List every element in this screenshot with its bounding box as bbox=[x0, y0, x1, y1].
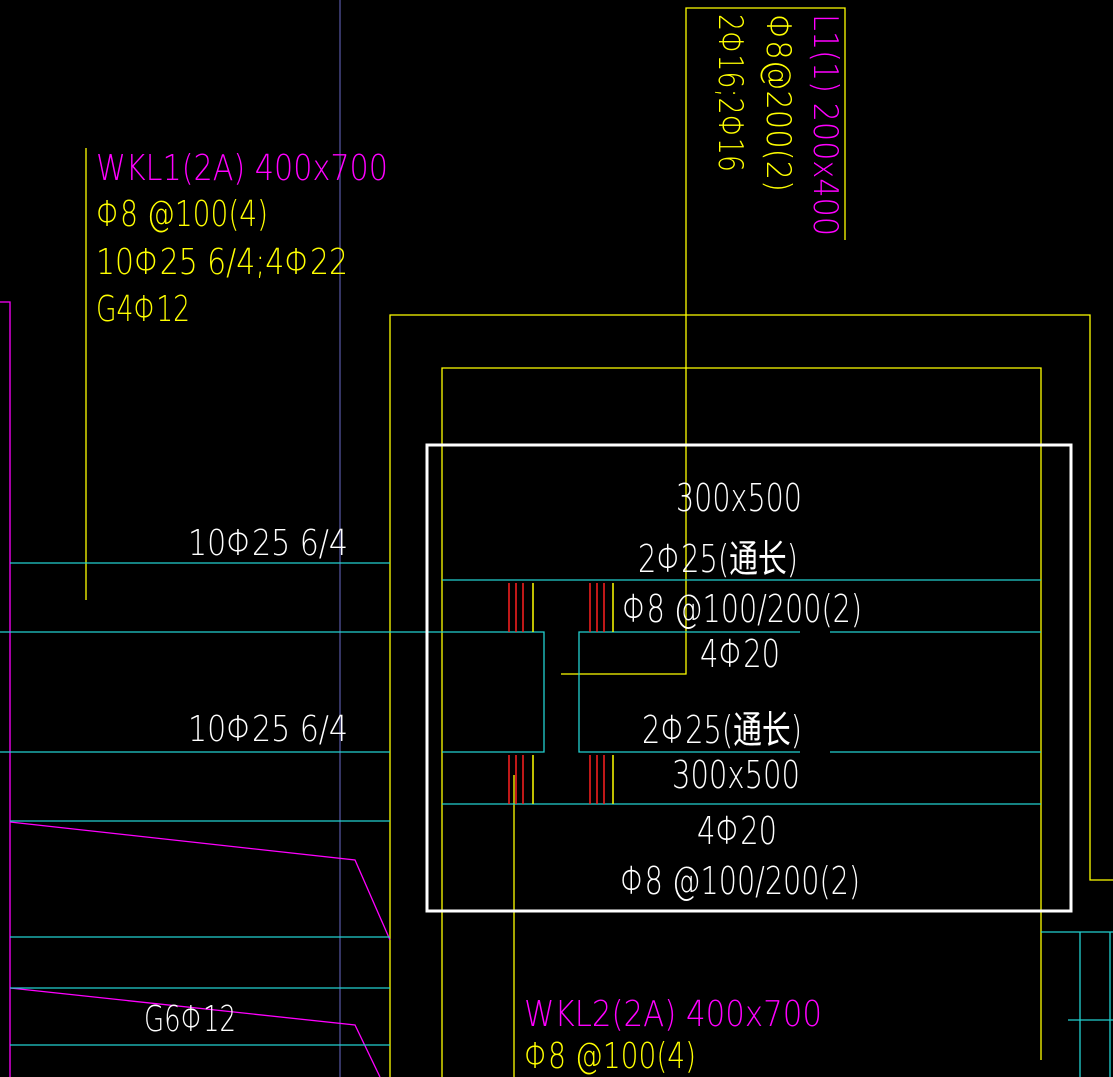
l1-bars: 2Φ16;2Φ16 bbox=[710, 14, 750, 172]
yellow-linework bbox=[85, 0, 1113, 1077]
beam-lower-through-bars: 2Φ25(通长) bbox=[642, 708, 802, 752]
magenta-slope-1 bbox=[9, 821, 391, 941]
red-rebar-marks bbox=[508, 583, 614, 804]
cyan-column-left bbox=[442, 631, 545, 753]
magenta-slope-2 bbox=[9, 987, 381, 1077]
beam-upper-bottom-bars: 4Φ20 bbox=[700, 632, 780, 676]
wkl1-side-bars: G4Φ12 bbox=[96, 289, 190, 330]
wkl1-main-bars: 10Φ25 6/4;4Φ22 bbox=[96, 242, 348, 283]
beam-lower-section: 300x500 bbox=[672, 753, 800, 797]
magenta-edge-left bbox=[0, 301, 11, 1077]
beam-upper-section: 300x500 bbox=[676, 476, 802, 520]
wkl1-stirrup: Φ8 @100(4) bbox=[96, 194, 268, 235]
selection-box[interactable] bbox=[425, 443, 1073, 913]
beam-lower-stirrup: Φ8 @100/200(2) bbox=[620, 859, 860, 903]
g6-side-bars-label: G6Φ12 bbox=[144, 999, 236, 1040]
wkl2-stirrup: Φ8 @100(4) bbox=[524, 1036, 696, 1077]
wkl2-annotation: WKL2(2A) 400x700 Φ8 @100(4) bbox=[524, 994, 822, 1077]
cyan-column-right bbox=[578, 631, 800, 753]
beam-upper-through-bars: 2Φ25(通长) bbox=[638, 537, 798, 581]
l1-stirrup: Φ8@200(2) bbox=[758, 14, 798, 192]
l1-name: L1(1) 200x400 bbox=[805, 14, 845, 236]
upper-bars-label: 10Φ25 6/4 bbox=[188, 523, 348, 564]
cyan-linework bbox=[0, 562, 1113, 1077]
outer-yellow-frame bbox=[389, 314, 1113, 1077]
wkl1-name: WKL1(2A) 400x700 bbox=[96, 148, 388, 189]
l1-leader bbox=[561, 7, 846, 675]
beam-annotations: 300x500 2Φ25(通长) Φ8 @100/200(2) 4Φ20 2Φ2… bbox=[620, 476, 862, 903]
l1-annotation: L1(1) 200x400 Φ8@200(2) 2Φ16;2Φ16 bbox=[710, 14, 845, 236]
wkl1-annotation: WKL1(2A) 400x700 Φ8 @100(4) 10Φ25 6/4;4Φ… bbox=[96, 148, 388, 330]
lower-bars-label: 10Φ25 6/4 bbox=[188, 709, 348, 750]
beam-upper-stirrup: Φ8 @100/200(2) bbox=[622, 587, 862, 631]
beam-lower-bottom-bars: 4Φ20 bbox=[697, 809, 777, 853]
wkl2-name: WKL2(2A) 400x700 bbox=[524, 994, 822, 1035]
magenta-linework bbox=[0, 301, 391, 1077]
inner-yellow-frame bbox=[441, 367, 1042, 1077]
